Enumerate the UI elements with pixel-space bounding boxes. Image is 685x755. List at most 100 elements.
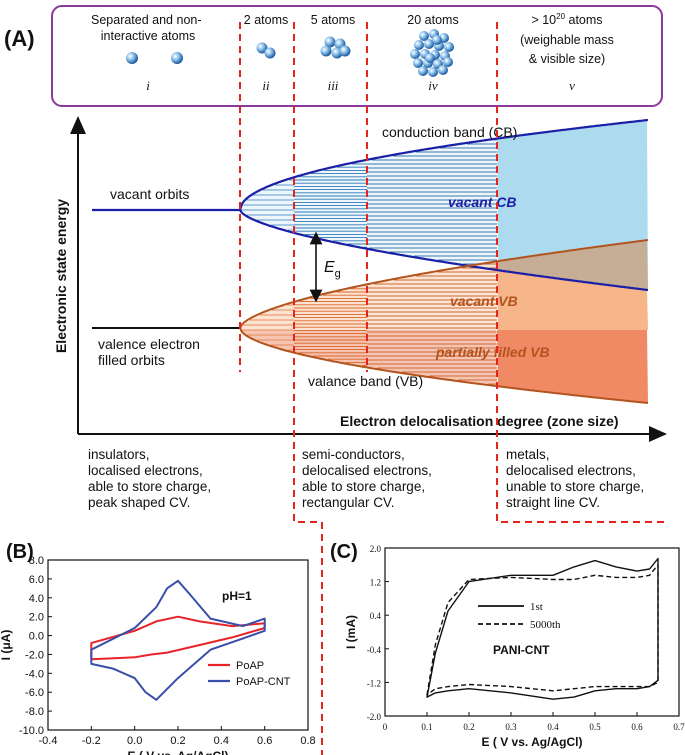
svg-text:peak shaped CV.: peak shaped CV. bbox=[88, 495, 190, 510]
atom-7 bbox=[444, 42, 454, 52]
stage-frame bbox=[51, 5, 663, 107]
y-tick-label: 0.0 bbox=[29, 631, 44, 643]
x-tick-label: 0.5 bbox=[589, 722, 601, 732]
category-insulators: insulators, localised electrons, able to… bbox=[88, 447, 211, 510]
panel-label-c: (C) bbox=[330, 541, 358, 563]
stage-5-line2: (weighable mass bbox=[520, 33, 614, 47]
atom-16 bbox=[418, 66, 428, 76]
legend-label: 1st bbox=[530, 601, 543, 613]
stage-5-title: > 1020 atoms bbox=[531, 12, 602, 27]
svg-text:metals,: metals, bbox=[506, 447, 550, 462]
series-5000th bbox=[426, 564, 659, 696]
y-tick-label: -0.4 bbox=[367, 645, 382, 655]
panel-label-b: (B) bbox=[6, 541, 34, 563]
vacant-orbits-label: vacant orbits bbox=[110, 186, 189, 202]
atoms-cluster-5-icon bbox=[320, 36, 351, 59]
y-axis-label: I (mA) bbox=[344, 615, 358, 649]
band-diagram: Eg Electronic state energy Electron delo… bbox=[53, 116, 667, 442]
atom-1 bbox=[419, 31, 429, 41]
y-tick-label: -1.2 bbox=[367, 678, 381, 688]
stage-1-numeral: i bbox=[146, 78, 150, 93]
svg-text:localised electrons,: localised electrons, bbox=[88, 463, 203, 478]
svg-text:semi-conductors,: semi-conductors, bbox=[302, 447, 405, 462]
y-tick-label: -6.0 bbox=[25, 687, 44, 699]
atoms-cluster-20-icon bbox=[410, 29, 454, 77]
atom-12 bbox=[413, 58, 423, 68]
atom-19 bbox=[432, 35, 442, 45]
x-tick-label: 0.4 bbox=[547, 722, 559, 732]
svg-text:able to store charge,: able to store charge, bbox=[302, 479, 425, 494]
cb-upper-edge bbox=[238, 118, 649, 211]
svg-text:delocalised electrons,: delocalised electrons, bbox=[506, 463, 636, 478]
chart-annotation: pH=1 bbox=[222, 589, 252, 603]
x-tick-label: 0.1 bbox=[421, 722, 432, 732]
y-tick-label: 8.0 bbox=[29, 555, 44, 567]
conduction-band-label: conduction band (CB) bbox=[382, 124, 517, 140]
svg-text:unable to store charge,: unable to store charge, bbox=[506, 479, 644, 494]
y-tick-label: 2.0 bbox=[29, 612, 44, 624]
stage-4-numeral: iv bbox=[428, 78, 438, 93]
atoms-pair-icon bbox=[256, 42, 276, 59]
x-tick-label: -0.2 bbox=[82, 735, 101, 747]
x-axis-label: Electron delocalisation degree (zone siz… bbox=[340, 413, 619, 429]
vb-lower-edge bbox=[239, 327, 649, 404]
atom-15 bbox=[443, 57, 453, 67]
series-poap bbox=[90, 615, 266, 661]
x-tick-label: -0.4 bbox=[39, 735, 58, 747]
cb-lower-edge bbox=[239, 209, 649, 292]
atom-18 bbox=[438, 65, 448, 75]
atom-20 bbox=[425, 53, 435, 63]
svg-text:rectangular CV.: rectangular CV. bbox=[302, 495, 395, 510]
category-semiconductors: semi-conductors, delocalised electrons, … bbox=[302, 447, 432, 510]
svg-text:delocalised electrons,: delocalised electrons, bbox=[302, 463, 432, 478]
atom-5 bbox=[424, 39, 434, 49]
svg-text:insulators,: insulators, bbox=[88, 447, 150, 462]
y-axis-label: Electronic state energy bbox=[53, 199, 69, 353]
x-tick-label: 0.2 bbox=[170, 735, 185, 747]
y-tick-label: -2.0 bbox=[367, 712, 382, 722]
stage-4-title: 20 atoms bbox=[407, 13, 458, 27]
y-tick-label: 4.0 bbox=[29, 593, 44, 605]
y-tick-label: 0.4 bbox=[370, 611, 382, 621]
stage-5-numeral: v bbox=[569, 78, 575, 93]
atoms-separated-icon bbox=[126, 52, 183, 64]
y-tick-label: 1.2 bbox=[370, 578, 381, 588]
x-axis-label: E ( V vs. Ag/AgCl) bbox=[128, 749, 229, 755]
vacant-vb-label: vacant VB bbox=[450, 293, 518, 309]
stage-2-numeral: ii bbox=[262, 78, 270, 93]
y-tick-label: 2.0 bbox=[370, 544, 382, 554]
x-tick-label: 0.6 bbox=[631, 722, 643, 732]
x-tick-label: 0.3 bbox=[505, 722, 517, 732]
partially-filled-vb-label: partially filled VB bbox=[435, 344, 550, 360]
valance-band-label: valance band (VB) bbox=[308, 373, 423, 389]
svg-text:straight line CV.: straight line CV. bbox=[506, 495, 600, 510]
plot-frame bbox=[47, 559, 309, 731]
legend-label: 5000th bbox=[530, 619, 561, 631]
stage-1-title: Separated and non- interactive atoms bbox=[91, 13, 205, 43]
category-metals: metals, delocalised electrons, unable to… bbox=[506, 447, 644, 510]
x-tick-label: 0.6 bbox=[257, 735, 272, 747]
legend-label: PoAP bbox=[236, 660, 264, 672]
y-tick-label: 6.0 bbox=[29, 574, 44, 586]
x-tick-label: 0 bbox=[383, 722, 388, 732]
y-axis-label: I (μA) bbox=[0, 630, 13, 661]
stage-3-title: 5 atoms bbox=[311, 13, 355, 27]
band-gap-label: Eg bbox=[324, 259, 341, 280]
valence-orbits-label-1: valence electron bbox=[98, 336, 200, 352]
plot-frame bbox=[384, 547, 680, 717]
y-tick-label: -2.0 bbox=[25, 649, 44, 661]
series-1st bbox=[426, 557, 659, 700]
x-tick-label: 0.2 bbox=[463, 722, 474, 732]
vacant-cb-label: vacant CB bbox=[448, 194, 516, 210]
stage-2-title: 2 atoms bbox=[244, 13, 288, 27]
y-tick-label: -4.0 bbox=[25, 668, 44, 680]
atom-17 bbox=[428, 67, 438, 77]
stage-5-line3: & visible size) bbox=[529, 52, 605, 66]
chart-annotation: PANI-CNT bbox=[493, 643, 550, 657]
y-tick-label: -8.0 bbox=[25, 706, 44, 718]
vb-upper-edge bbox=[239, 239, 649, 329]
svg-text:able to store charge,: able to store charge, bbox=[88, 479, 211, 494]
